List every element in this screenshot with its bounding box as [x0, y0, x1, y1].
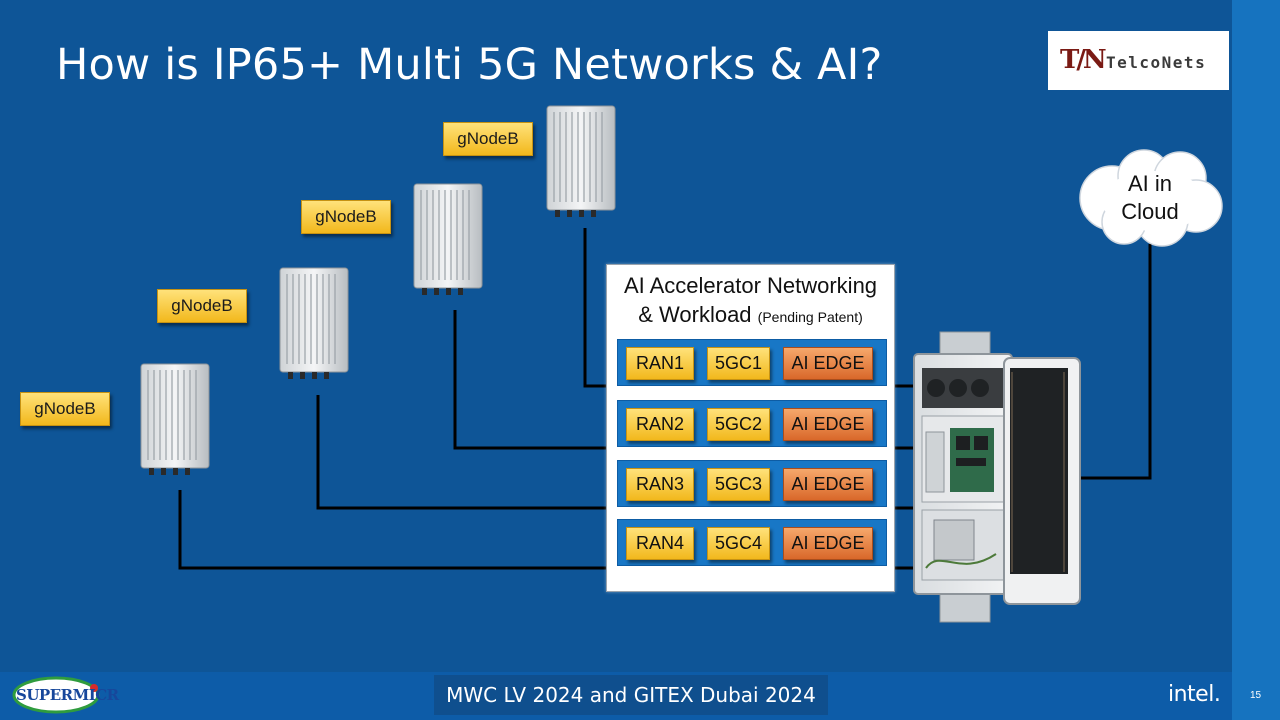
link-cloud [1074, 244, 1152, 480]
supermicro-logo-text: SUPERMICR [16, 686, 119, 704]
telconets-logo-mark: T/N [1060, 45, 1107, 75]
panel-title: AI Accelerator Networking & Workload (Pe… [607, 271, 894, 332]
panel-title-note: (Pending Patent) [757, 309, 863, 325]
page-number: 15 [1250, 690, 1262, 701]
gnodeb-label-2: gNodeB [301, 200, 391, 234]
panel-title-line2: & Workload (Pending Patent) [607, 300, 894, 332]
ai-accelerator-panel: AI Accelerator Networking & Workload (Pe… [606, 264, 895, 592]
gnodeb-radio-unit-4 [140, 363, 210, 475]
gnodeb-radio-unit-1 [546, 105, 616, 217]
ran-chip: RAN4 [626, 527, 694, 560]
ai-edge-chip: AI EDGE [783, 527, 873, 560]
intel-logo: intel. [1168, 682, 1221, 707]
gnodeb-radio-unit-3 [279, 267, 349, 379]
core-chip: 5GC2 [707, 408, 770, 441]
gnodeb-label-4: gNodeB [20, 392, 110, 426]
telconets-logo: T/N TelcoNets [1048, 31, 1229, 90]
gnodeb-radio-unit-2 [413, 183, 483, 295]
ran-chip: RAN1 [626, 347, 694, 380]
cloud-shape [1079, 149, 1223, 247]
outdoor-edge-server-cabinet [913, 331, 1081, 623]
right-accent-strip [1232, 0, 1280, 720]
cloud-label-line2: Cloud [1121, 199, 1179, 224]
panel-title-line1: AI Accelerator Networking [623, 273, 878, 298]
panel-title-workload: & Workload [638, 302, 752, 327]
supermicro-logo [12, 676, 100, 714]
ai-edge-chip: AI EDGE [783, 468, 873, 501]
cloud-label-line1: AI in [1127, 171, 1173, 196]
workload-row-2: RAN2 5GC2 AI EDGE [617, 400, 887, 447]
gnodeb-label-1: gNodeB [443, 122, 533, 156]
slide-title: How is IP65+ Multi 5G Networks & AI? [56, 40, 883, 90]
cloud-label: AI in Cloud [1080, 170, 1220, 226]
footer-event-text: MWC LV 2024 and GITEX Dubai 2024 [446, 683, 816, 707]
ai-edge-chip: AI EDGE [783, 347, 873, 380]
core-chip: 5GC3 [707, 468, 770, 501]
footer-event-box [434, 675, 828, 715]
gnodeb-label-3: gNodeB [157, 289, 247, 323]
core-chip: 5GC1 [707, 347, 770, 380]
ai-edge-chip: AI EDGE [783, 408, 873, 441]
core-chip: 5GC4 [707, 527, 770, 560]
workload-row-3: RAN3 5GC3 AI EDGE [617, 460, 887, 507]
telconets-logo-text: TelcoNets [1106, 53, 1207, 72]
ran-chip: RAN3 [626, 468, 694, 501]
workload-row-4: RAN4 5GC4 AI EDGE [617, 519, 887, 566]
workload-row-1: RAN1 5GC1 AI EDGE [617, 339, 887, 386]
ran-chip: RAN2 [626, 408, 694, 441]
